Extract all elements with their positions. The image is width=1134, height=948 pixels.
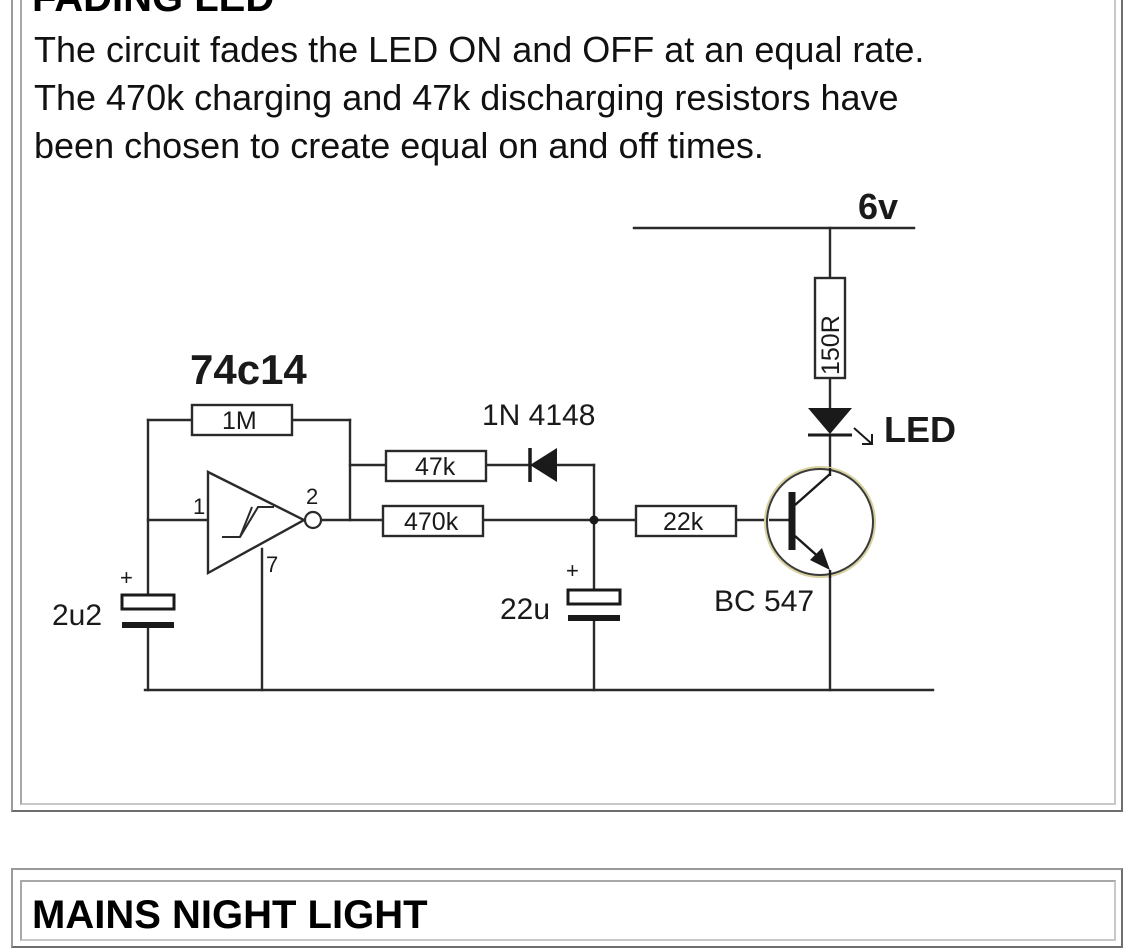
resistor-470k-label: 470k [404,508,459,536]
diode-1n4148 [528,448,557,482]
section-title-fading-led: FADING LED [32,0,274,18]
capacitor-2u2-label: 2u2 [52,599,102,632]
description-line: The circuit fades the LED ON and OFF at … [34,29,925,70]
pin-2-label: 2 [306,484,318,509]
supply-voltage-label: 6v [858,186,898,227]
section-title-mains-night-light: MAINS NIGHT LIGHT [32,893,428,937]
resistor-150r [813,276,847,380]
diode-label: 1N 4148 [482,399,595,432]
ic-label-74c14: 74c14 [190,346,307,393]
capacitor-2u2 [120,593,176,628]
panel-inner-border [20,0,1116,805]
junction-dot [589,515,599,525]
capacitor-22u-label: 22u [500,593,550,626]
capacitor-2u2-polarity: + [120,565,133,590]
resistor-150r-label: 150R [817,315,845,375]
resistor-47k [384,449,488,483]
resistor-1m-label: 1M [222,407,257,435]
description-line: been chosen to create equal on and off t… [34,125,764,166]
pin-1-label: 1 [193,494,205,519]
led-symbol [808,408,873,445]
fading-led-schematic: 6v 74c14 1M 47k 470k 22k 150R 1N 4148 1 … [52,186,956,692]
pin-7-label: 7 [266,552,278,577]
transistor-label: BC 547 [714,585,814,618]
transistor-bc547 [764,466,876,578]
led-label: LED [884,409,956,450]
resistor-22k [634,504,738,538]
capacitor-22u-polarity: + [566,558,579,583]
description-line: The 470k charging and 47k discharging re… [34,77,899,118]
resistor-47k-label: 47k [415,453,456,481]
resistor-22k-label: 22k [663,508,704,536]
resistor-1m [190,403,294,437]
circuit-description: The circuit fades the LED ON and OFF at … [34,26,1114,170]
capacitor-22u [566,588,622,621]
resistor-470k [381,504,485,538]
schmitt-inverter-gate [206,470,323,576]
